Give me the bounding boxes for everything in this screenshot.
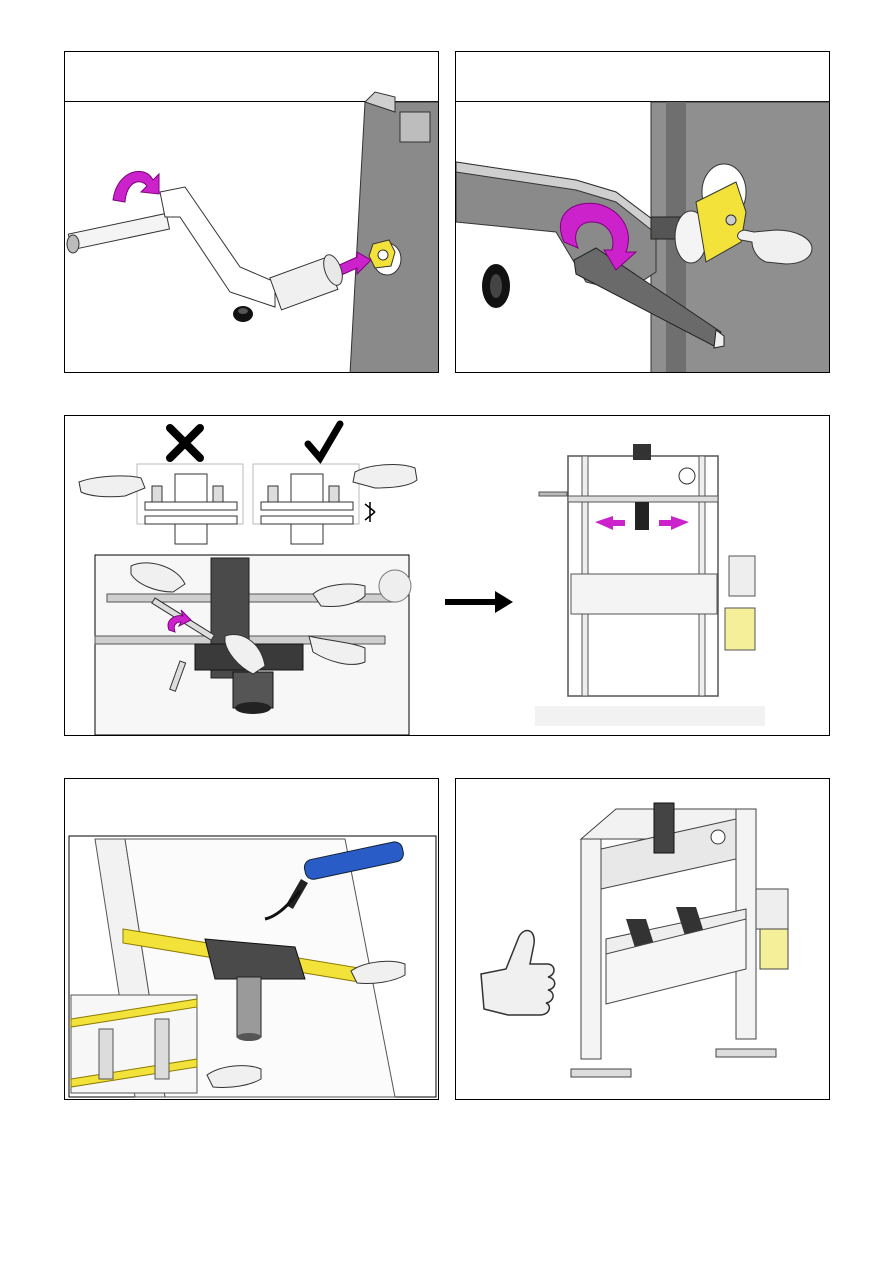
pointing-hand-icon (79, 476, 145, 497)
press-frame-icon (535, 444, 765, 726)
correct-check-icon (308, 424, 340, 458)
wrong-cross-icon (170, 428, 200, 458)
thumbs-up-icon (481, 931, 555, 1015)
panel-hex-tighten (455, 51, 830, 373)
press-assembled-icon (571, 803, 788, 1077)
panel-crank-insert (64, 51, 439, 373)
hex-key-illustration (456, 52, 830, 373)
panel-grease (64, 778, 439, 1100)
panel-complete (455, 778, 830, 1100)
cap-icon (233, 306, 253, 322)
rotate-arrow-icon (113, 171, 159, 202)
cap-icon (482, 264, 510, 308)
nut-icon (369, 240, 395, 268)
crank-handle-icon (67, 187, 346, 310)
panel-bolt-adjust (64, 415, 830, 736)
crank-illustration (65, 52, 439, 373)
bolt-adjust-illustration (65, 416, 830, 736)
arrow-right-icon (445, 591, 513, 613)
bolt-photo-inset (95, 555, 411, 735)
bolt-diagram-wrong (137, 464, 243, 544)
pointing-hand-icon (353, 465, 417, 488)
grease-illustration (65, 779, 439, 1100)
assembled-press-illustration (456, 779, 830, 1100)
